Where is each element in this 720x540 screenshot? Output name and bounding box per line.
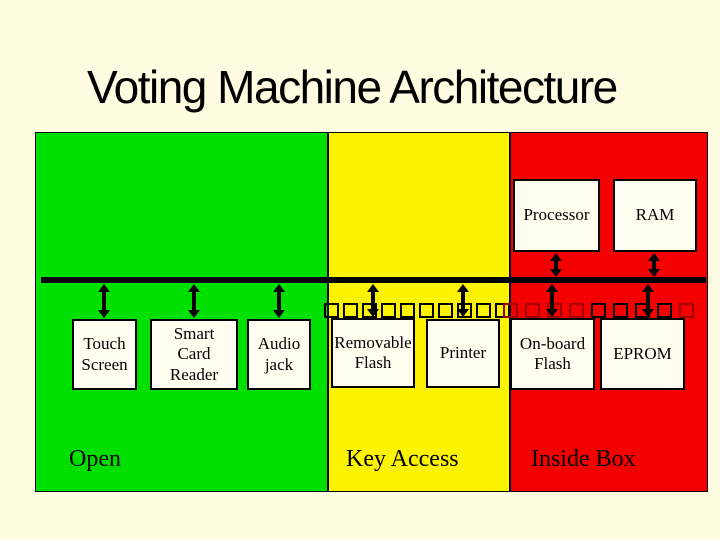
arrowhead-up: [97, 284, 110, 292]
arrowhead-up: [366, 284, 379, 292]
arrowhead-down: [97, 310, 110, 318]
arrowhead-down: [272, 310, 285, 318]
arrowhead-down: [647, 269, 660, 277]
key-access-seal-square: [419, 303, 434, 318]
inside-box-seal-square: [657, 303, 672, 318]
arrow-bus-to-smart-card-reader: [187, 284, 201, 318]
box-eprom: EPROM: [600, 318, 685, 390]
arrow-processor-to-bus: [549, 253, 563, 277]
arrow-shaft: [277, 290, 281, 312]
arrowhead-down: [456, 309, 469, 317]
key-access-seal-square: [438, 303, 453, 318]
arrowhead-down: [366, 309, 379, 317]
arrowhead-up: [456, 284, 469, 292]
zone-label-key-access: Key Access: [346, 446, 459, 472]
arrowhead-down: [641, 309, 654, 317]
arrow-shaft: [192, 290, 196, 312]
box-audio-jack: Audio jack: [247, 319, 311, 390]
box-processor: Processor: [513, 179, 600, 252]
arrow-bus-to-onboard-flash: [545, 284, 559, 317]
arrowhead-up: [272, 284, 285, 292]
inside-box-seal-square: [679, 303, 694, 318]
arrow-shaft: [461, 290, 465, 311]
box-touch-screen: Touch Screen: [72, 319, 137, 390]
inside-box-seal-square: [613, 303, 628, 318]
inside-box-seal-square: [525, 303, 540, 318]
arrowhead-down: [187, 310, 200, 318]
arrowhead-down: [549, 269, 562, 277]
arrow-bus-to-removable-flash: [366, 284, 380, 317]
arrow-bus-to-eprom: [641, 284, 655, 317]
arrow-shaft: [554, 259, 558, 271]
arrowhead-up: [647, 253, 660, 261]
key-access-seal-square: [324, 303, 339, 318]
inside-box-seal-square: [569, 303, 584, 318]
arrowhead-up: [549, 253, 562, 261]
arrow-shaft: [102, 290, 106, 312]
page-title: Voting Machine Architecture: [87, 61, 618, 113]
box-printer: Printer: [426, 319, 500, 388]
system-bus: [41, 277, 706, 283]
arrow-shaft: [652, 259, 656, 271]
box-ram: RAM: [613, 179, 697, 252]
arrow-shaft: [646, 290, 650, 311]
zone-label-inside-box: Inside Box: [531, 446, 636, 472]
arrow-shaft: [550, 290, 554, 311]
box-smart-card-reader: Smart Card Reader: [150, 319, 238, 390]
arrowhead-up: [545, 284, 558, 292]
arrow-shaft: [371, 290, 375, 311]
arrow-bus-to-audio-jack: [272, 284, 286, 318]
key-access-seal-square: [495, 303, 510, 318]
inside-box-seal-square: [503, 303, 518, 318]
zone-label-open: Open: [69, 446, 121, 472]
arrow-bus-to-touch-screen: [97, 284, 111, 318]
inside-box-seal-square: [591, 303, 606, 318]
box-removable-flash: Removable Flash: [331, 318, 415, 388]
key-access-seal-square: [381, 303, 396, 318]
arrow-bus-to-printer: [456, 284, 470, 317]
key-access-seal-square: [343, 303, 358, 318]
arrow-ram-to-bus: [647, 253, 661, 277]
arrowhead-down: [545, 309, 558, 317]
key-access-seal-square: [476, 303, 491, 318]
arrowhead-up: [641, 284, 654, 292]
box-onboard-flash: On-board Flash: [510, 318, 595, 390]
key-access-seal-square: [400, 303, 415, 318]
arrowhead-up: [187, 284, 200, 292]
